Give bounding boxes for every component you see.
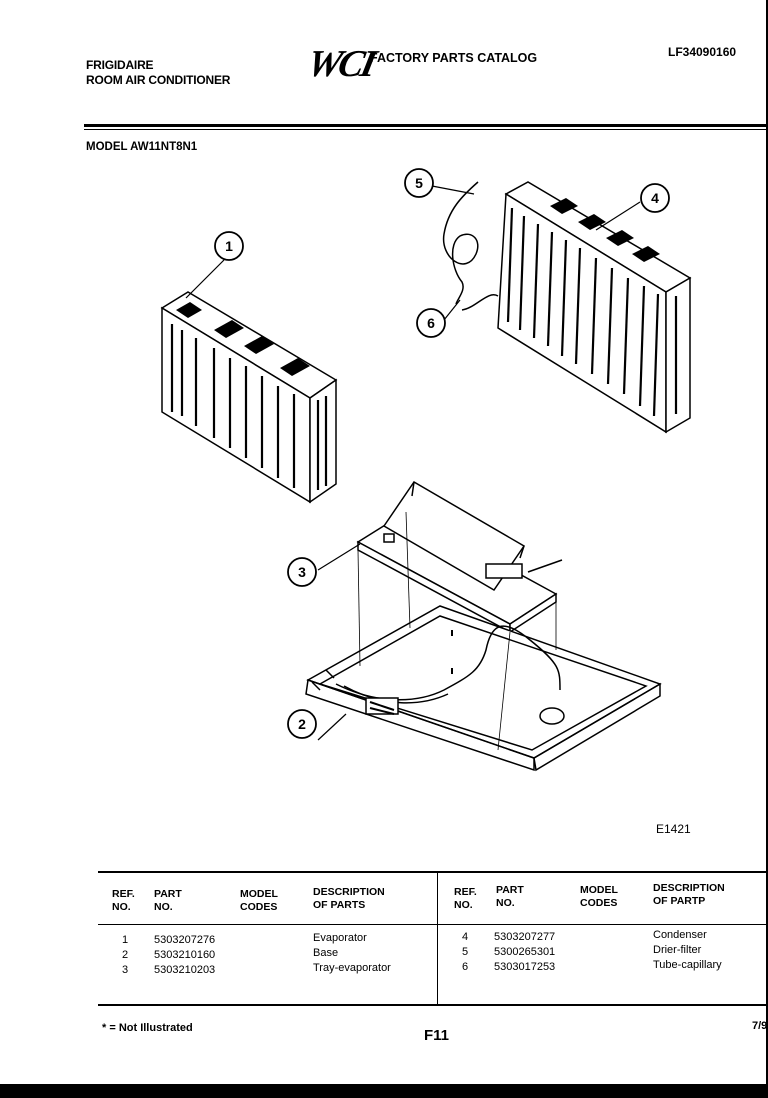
callout-5-circle [404,168,434,198]
callout-3: 3 [298,564,306,580]
evaporator-tray [356,481,563,634]
scan-edge-right [766,0,768,1098]
base-pan [305,605,662,772]
page-number: F11 [424,1027,450,1044]
callout-4: 4 [651,190,659,206]
assembly-guide-lines [357,511,557,751]
table-column-divider [437,873,438,1004]
scan-edge-bottom [0,1084,768,1098]
callout-6-circle [416,308,446,338]
table-header-rule [98,924,768,925]
header-rule [84,124,768,127]
condenser-coil [461,181,692,434]
leader-lines [185,185,641,741]
exploded-parts-diagram: 1 2 3 4 5 6 [160,168,692,772]
header-rule-thin [84,129,768,130]
footnote: * = Not Illustrated [102,1022,193,1034]
callout-3-circle [287,557,317,587]
table-bottom-rule [98,1004,768,1006]
callout-1-circle [214,231,244,261]
callout-5: 5 [415,175,423,191]
brand-name: FRIGIDAIRE [86,58,154,72]
brand-block: FRIGIDAIRE ROOM AIR CONDITIONER [86,58,230,88]
header-ref-right: REF.NO. [454,886,477,911]
product-line: ROOM AIR CONDITIONER [86,73,231,87]
model-number: MODEL AW11NT8N1 [86,141,198,153]
callout-2: 2 [298,716,306,732]
figure-id: E1421 [656,822,691,836]
callout-1: 1 [225,238,233,254]
table-top-rule [98,871,768,873]
wci-logo: WCI [303,43,378,85]
callout-2-circle [287,709,317,739]
callout-6: 6 [427,315,435,331]
header-ref-left: REF.NO. [112,888,135,913]
catalog-title: FACTORY PARTS CATALOG [370,51,538,65]
evaporator-coil [160,291,338,504]
drier-filter-and-capillary [442,181,479,305]
catalog-number: LF34090160 [668,45,737,59]
callout-4-circle [640,183,670,213]
revision-date: 7/9 [752,1020,768,1032]
